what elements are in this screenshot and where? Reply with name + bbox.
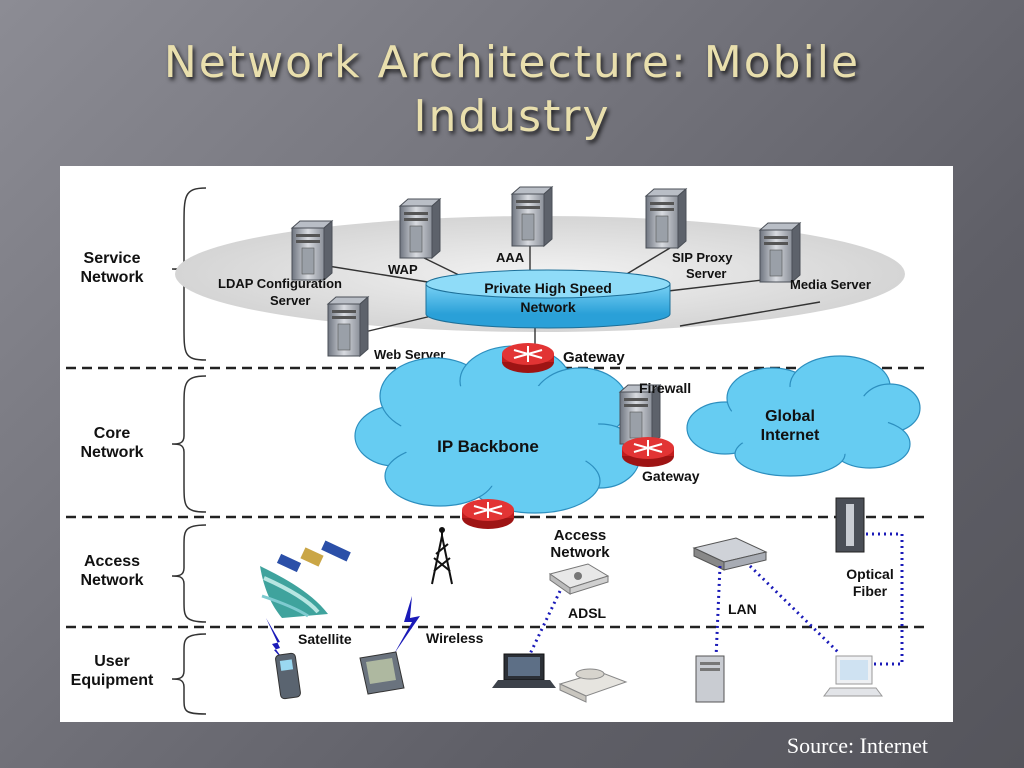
optical-label-1: Optical [846,566,893,582]
global-internet-cloud-icon [686,355,921,477]
wireless-label: Wireless [426,630,484,646]
slide-title-line2: Industry [413,91,611,142]
ldap-server-icon [291,220,333,281]
media-label: Media Server [790,277,871,292]
dotted-links [528,532,904,666]
diagram-panel: Service Network Core Network Access Netw… [60,166,953,722]
ip-backbone-label: IP Backbone [437,437,539,456]
layer-label-core-1: Core [94,425,131,442]
web-server-icon [327,296,369,357]
desktop-tower-icon [695,655,725,703]
sip-proxy-server-icon [645,188,687,249]
layer-label-user-2: Equipment [71,672,154,689]
wap-label: WAP [388,262,418,277]
slide-title-line1: Network Architecture: Mobile [163,37,861,88]
private-network-label-2: Network [520,299,575,315]
desktop-computer-icon [823,655,883,697]
adsl-modem-icon [548,563,610,595]
media-server-icon [759,222,801,283]
wap-server-icon [399,198,441,259]
private-network-label-1: Private High Speed [484,280,612,296]
satellite-dish-icon [260,566,328,618]
gateway-mid-label: Gateway [642,468,700,484]
network-diagram: Service Network Core Network Access Netw… [66,186,930,715]
layer-label-user-1: User [94,653,130,670]
fax-phone-icon [558,668,628,703]
layer-label-core-2: Network [80,444,143,461]
sip-label-1: SIP Proxy [672,250,733,265]
adsl-label: ADSL [568,605,607,621]
access-network-label-1: Access [554,527,607,544]
layer-label-service-1: Service [84,250,141,267]
lightning-right-icon [394,596,420,654]
ldap-label-1: LDAP Configuration [218,276,342,291]
access-router-icon [461,498,515,530]
gateway-top-router-icon [501,342,555,374]
lan-switch-icon [692,537,768,571]
source-caption: Source: Internet [786,733,928,758]
gateway-mid-router-icon [621,436,675,468]
laptop-icon [492,653,556,688]
lan-label: LAN [728,601,757,617]
aaa-label: AAA [496,250,525,265]
layer-label-access-1: Access [84,553,140,570]
access-network-label-2: Network [550,544,610,561]
antenna-tower-icon [431,527,453,585]
global-internet-label-2: Internet [761,427,820,444]
optical-fiber-icon [835,497,865,553]
private-network-cylinder [425,269,671,329]
layer-braces [171,187,207,715]
ip-backbone-cloud-icon [354,345,641,514]
phone-icon [275,652,301,700]
optical-label-2: Fiber [853,583,888,599]
ldap-label-2: Server [270,293,310,308]
slide-title: Network Architecture: Mobile Industry [0,36,1024,144]
layer-label-access-2: Network [80,572,143,589]
aaa-server-icon [511,186,553,247]
satellite-icon [276,540,351,573]
layer-label-service-2: Network [80,269,143,286]
gateway-top-label: Gateway [563,349,625,366]
global-internet-label-1: Global [765,408,815,425]
firewall-label: Firewall [639,380,691,396]
pda-icon [359,651,405,695]
sip-label-2: Server [686,266,726,281]
satellite-label: Satellite [298,631,352,647]
